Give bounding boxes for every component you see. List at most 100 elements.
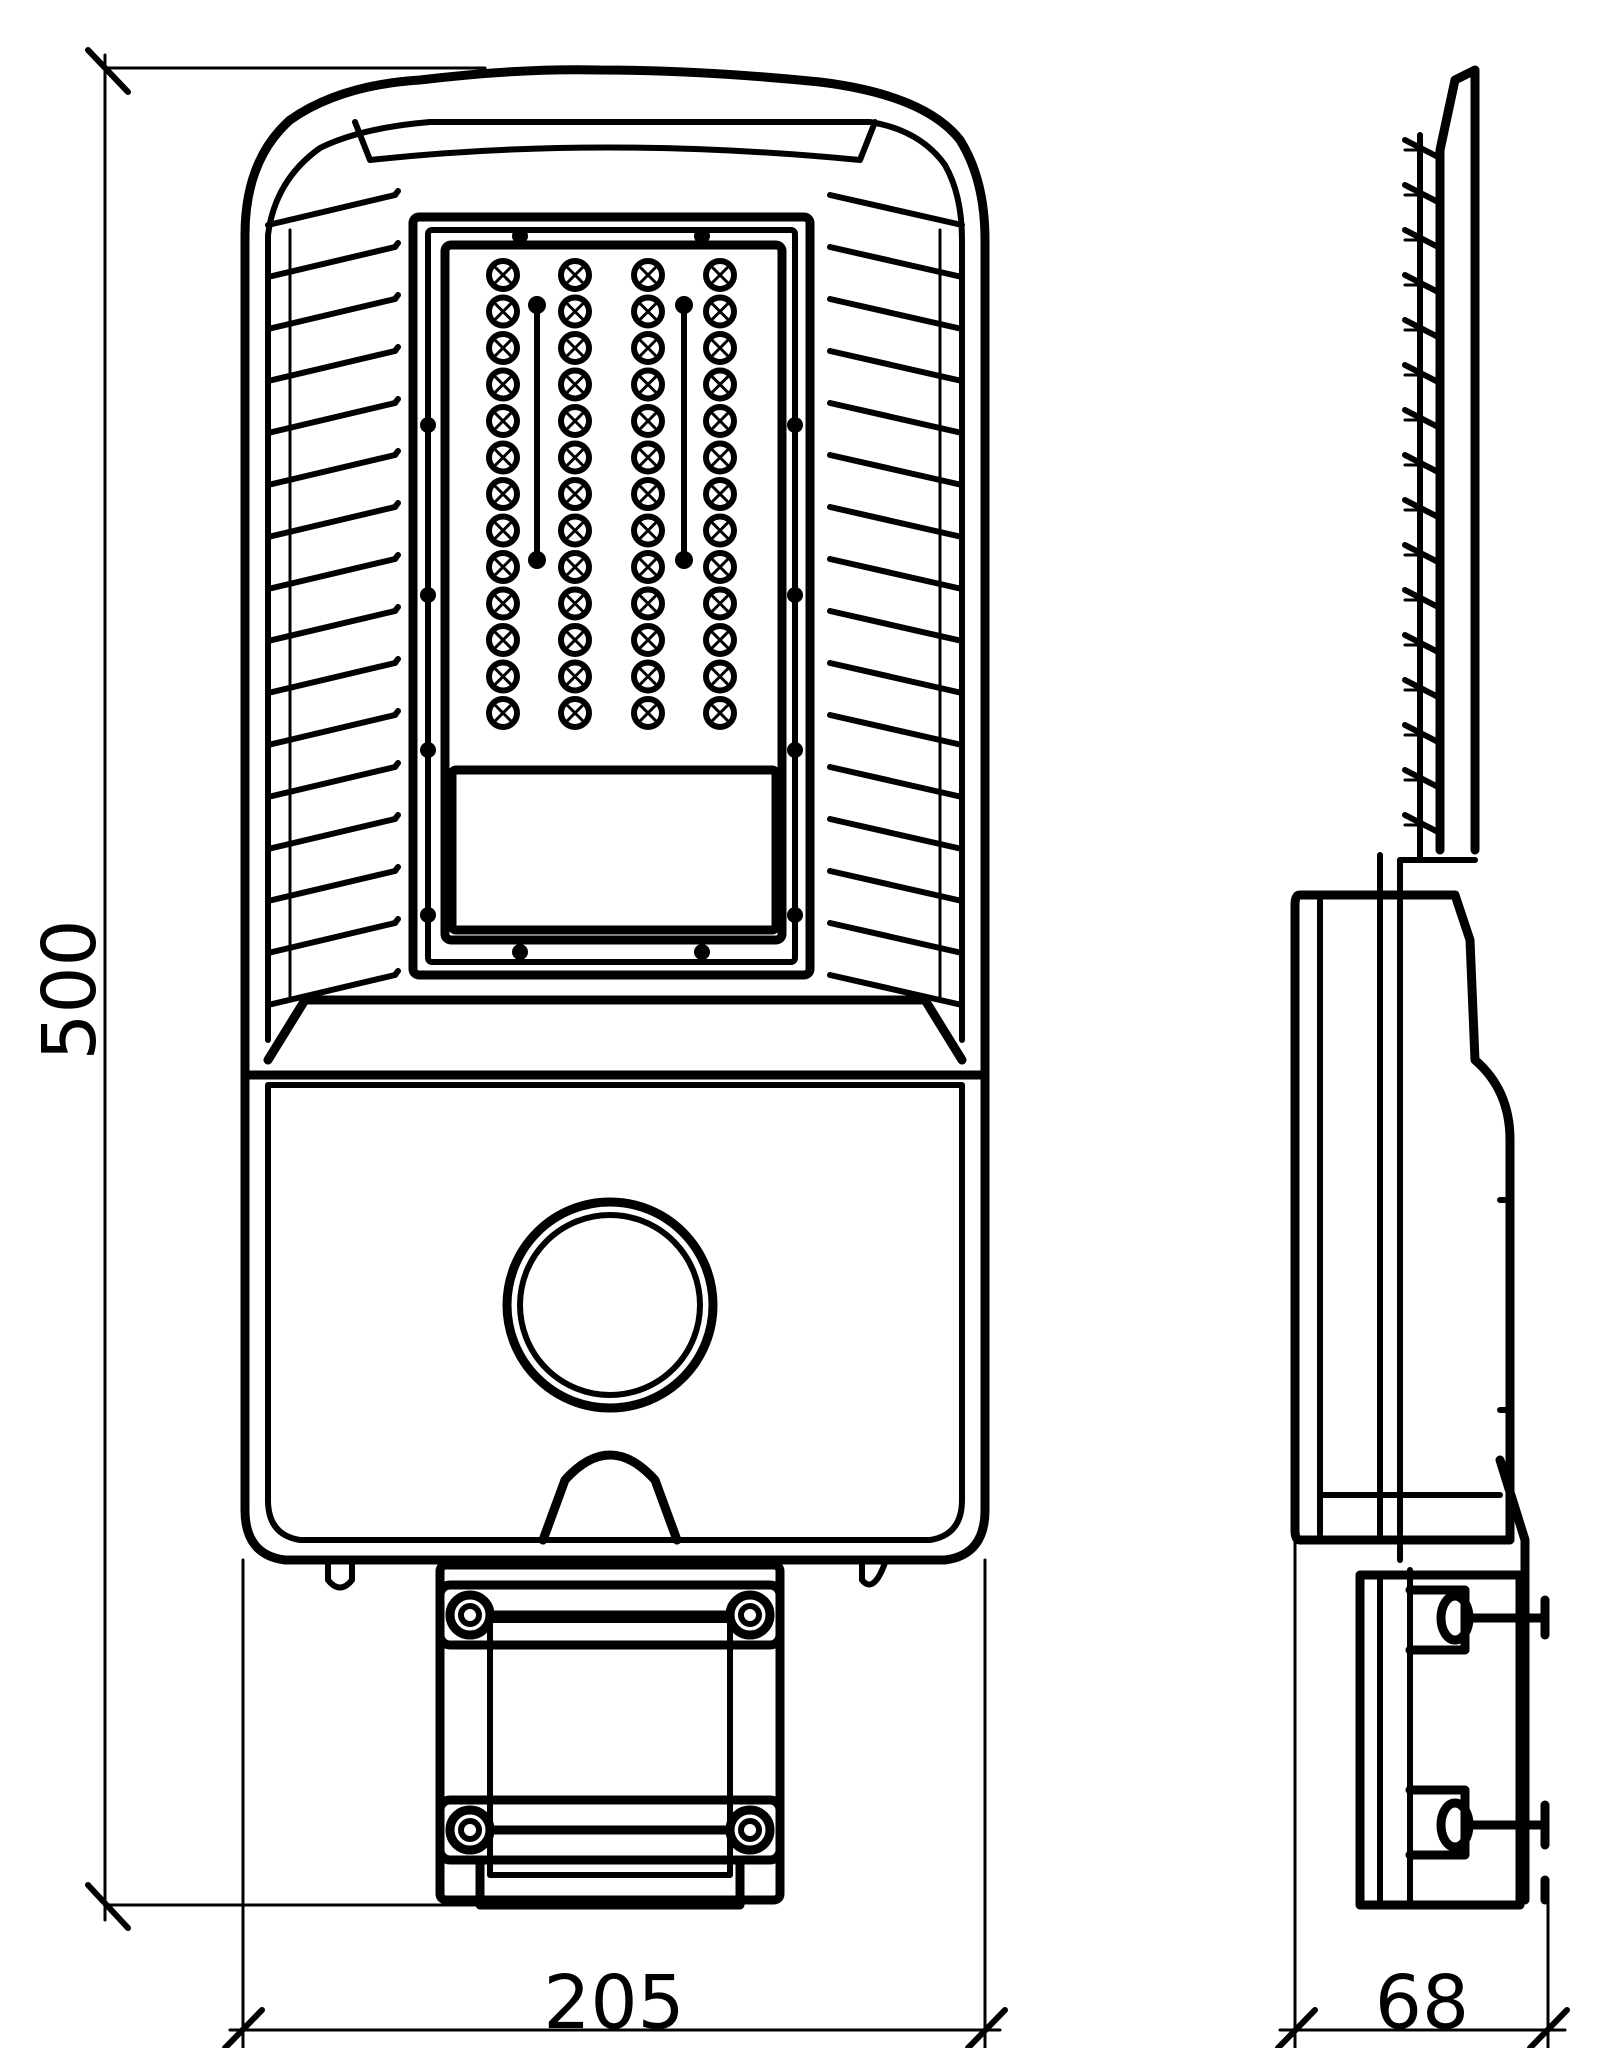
led-chip <box>558 696 592 730</box>
heatsink-fin <box>265 400 398 436</box>
heatsink-fin <box>827 920 965 956</box>
frame-screw <box>787 587 803 603</box>
led-chip <box>631 258 665 292</box>
heatsink-fin <box>265 348 398 384</box>
heatsink-fin <box>265 192 398 228</box>
led-chip <box>486 659 520 694</box>
heatsink-fin <box>265 660 398 696</box>
heatsink-fin <box>265 452 398 488</box>
heatsink-fin <box>827 608 965 644</box>
heatsink-fin <box>827 452 965 488</box>
side-fin-tick <box>1402 542 1443 566</box>
heatsink-fin-tip <box>392 708 401 718</box>
led-chip <box>631 331 665 365</box>
heatsink-fin-tip <box>392 916 401 926</box>
led-chip <box>558 550 592 584</box>
heatsink-fin <box>827 192 965 228</box>
frame-screw <box>787 417 803 433</box>
led-chip <box>631 367 665 402</box>
led-chip <box>486 696 520 730</box>
lug-left <box>325 1557 355 1591</box>
led-array <box>486 258 737 730</box>
housing-neck <box>263 995 967 1065</box>
frame-screw <box>420 742 436 758</box>
led-chip <box>558 586 592 621</box>
led-chip <box>703 331 737 365</box>
heatsink-fin-tip <box>392 864 401 874</box>
heatsink-fin-tip <box>392 292 401 302</box>
led-chip <box>486 513 520 548</box>
driver-cover-plate <box>447 765 781 935</box>
luminaire-head-inner-outline <box>265 119 965 1043</box>
heatsink-fin <box>827 556 965 592</box>
led-chip <box>486 477 520 511</box>
led-chip <box>486 586 520 621</box>
side-fin-tick <box>1402 767 1443 791</box>
heatsink-fin-tip <box>392 812 401 822</box>
led-trace-node <box>675 551 693 569</box>
heatsink-fin-tip <box>392 552 401 562</box>
led-chip <box>558 294 592 329</box>
side-housing <box>1290 890 1515 1545</box>
heatsink-fin <box>827 348 965 384</box>
led-chip <box>631 477 665 511</box>
heatsink-fin <box>265 712 398 748</box>
side-heatsink-blade <box>1435 65 1480 855</box>
led-chip <box>703 294 737 329</box>
led-chip <box>486 550 520 584</box>
dimension-height: 500 <box>27 47 487 1931</box>
led-chip <box>558 623 592 657</box>
led-chip <box>486 404 520 438</box>
frame-screw <box>694 228 710 244</box>
heatsink-fin <box>265 816 398 852</box>
heatsink-fin-tip <box>392 604 401 614</box>
led-chip <box>631 696 665 730</box>
heatsink-fin <box>265 764 398 800</box>
heatsink-fin-tip <box>392 968 401 978</box>
frame-screw <box>420 417 436 433</box>
led-chip <box>703 367 737 402</box>
side-fin-tick <box>1402 587 1443 611</box>
led-chip <box>631 586 665 621</box>
driver-housing-inner <box>265 1082 965 1543</box>
heatsink-fin <box>265 920 398 956</box>
side-housing-tail <box>1495 1455 1530 1905</box>
led-chip <box>558 367 592 402</box>
led-chip <box>703 550 737 584</box>
dimension-depth: 68 <box>1275 1538 1570 2048</box>
heatsink-fin <box>265 608 398 644</box>
led-chip <box>703 623 737 657</box>
led-chip <box>558 659 592 694</box>
led-chip <box>703 513 737 548</box>
led-chip <box>631 440 665 475</box>
side-fin-tick <box>1402 272 1443 296</box>
top-cap-band <box>352 119 878 163</box>
side-fin-tick <box>1402 632 1443 656</box>
side-fin-tick <box>1402 317 1443 341</box>
side-fin-tick <box>1402 452 1443 476</box>
heatsink-fin <box>827 660 965 696</box>
frame-screw <box>420 907 436 923</box>
side-fin-tick <box>1402 497 1443 521</box>
heatsink-fin <box>827 764 965 800</box>
driver-housing <box>240 1070 990 1565</box>
side-fin-tick <box>1402 722 1443 746</box>
led-chip <box>631 623 665 657</box>
side-fin-tick <box>1402 677 1443 701</box>
mounting-bracket <box>435 1560 785 1910</box>
heatsink-fin <box>827 816 965 852</box>
led-chip <box>558 477 592 511</box>
led-chip <box>486 294 520 329</box>
led-chip <box>631 513 665 548</box>
front-view <box>240 65 990 1910</box>
heatsink-fin-tip <box>392 500 401 510</box>
side-heatsink-fin-ticks <box>1402 137 1443 836</box>
heatsink-fin <box>827 296 965 332</box>
led-chip <box>486 331 520 365</box>
side-fin-tick <box>1402 407 1443 431</box>
led-chip <box>631 404 665 438</box>
heatsink-fin-tip <box>392 448 401 458</box>
heatsink-fin <box>265 504 398 540</box>
heatsink-fins-left <box>265 188 401 1008</box>
